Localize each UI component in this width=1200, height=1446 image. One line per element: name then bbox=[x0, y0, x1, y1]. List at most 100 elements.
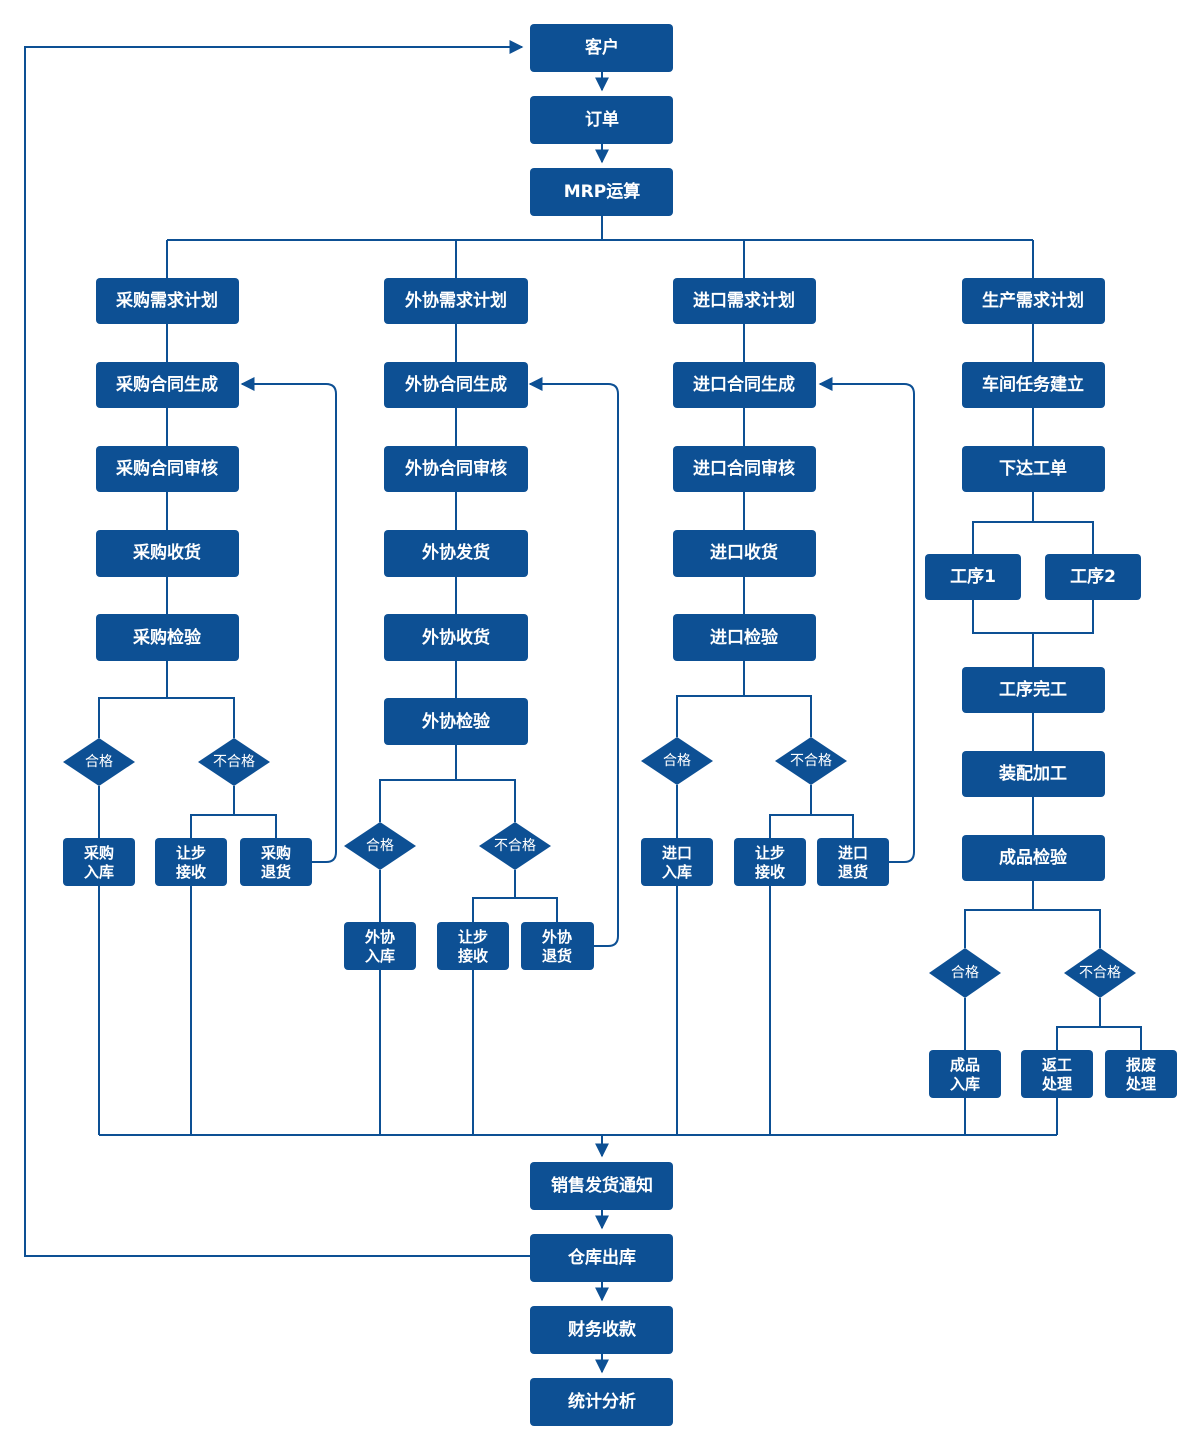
node-outsource-return[interactable]: 外协 退货 bbox=[521, 922, 594, 970]
node-purchase-contract-review[interactable]: 采购合同审核 bbox=[96, 446, 239, 492]
node-import-receive-label: 进口收货 bbox=[710, 542, 778, 563]
node-order-label: 订单 bbox=[585, 109, 619, 130]
node-purchase-contract-gen[interactable]: 采购合同生成 bbox=[96, 362, 239, 408]
decision-import-fail-label: 不合格 bbox=[790, 753, 832, 769]
node-purchase-return-line1: 采购 bbox=[260, 844, 291, 862]
node-import-return[interactable]: 进口 退货 bbox=[817, 838, 889, 886]
node-outsource-ship[interactable]: 外协发货 bbox=[384, 530, 528, 577]
node-purchase-contract-review-label: 采购合同审核 bbox=[115, 458, 218, 479]
node-purchase-inspect-label: 采购检验 bbox=[132, 627, 202, 648]
edge-outsource-fail bbox=[472, 870, 558, 922]
node-purchase-stock-in-line2: 入库 bbox=[84, 863, 114, 881]
node-customer[interactable]: 客户 bbox=[530, 24, 673, 72]
decision-product-fail-label: 不合格 bbox=[1079, 965, 1121, 981]
node-import-contract-gen[interactable]: 进口合同生成 bbox=[673, 362, 816, 408]
node-import-return-line2: 退货 bbox=[838, 863, 868, 881]
edge-outsource-split bbox=[379, 779, 516, 822]
node-import-inspect[interactable]: 进口检验 bbox=[673, 614, 816, 661]
node-import-concession[interactable]: 让步 接收 bbox=[734, 838, 806, 886]
node-stats-label: 统计分析 bbox=[568, 1391, 636, 1412]
node-purchase-return[interactable]: 采购 退货 bbox=[240, 838, 312, 886]
node-finance[interactable]: 财务收款 bbox=[530, 1306, 673, 1354]
node-import-inspect-label: 进口检验 bbox=[710, 627, 779, 648]
node-warehouse-out[interactable]: 仓库出库 bbox=[530, 1234, 673, 1282]
node-assembly[interactable]: 装配加工 bbox=[962, 751, 1105, 797]
node-purchase-inspect[interactable]: 采购检验 bbox=[96, 614, 239, 661]
node-issue-order-label: 下达工单 bbox=[999, 458, 1067, 479]
node-purchase-plan[interactable]: 采购需求计划 bbox=[96, 278, 239, 324]
node-sales-notice-label: 销售发货通知 bbox=[551, 1175, 653, 1196]
node-product-inspect-label: 成品检验 bbox=[999, 847, 1068, 868]
node-scrap[interactable]: 报废 处理 bbox=[1105, 1050, 1177, 1098]
node-outsource-inspect-label: 外协检验 bbox=[422, 711, 491, 732]
node-rework-line1: 返工 bbox=[1042, 1056, 1072, 1074]
decision-product-pass[interactable]: 合格 bbox=[929, 948, 1001, 998]
node-issue-order[interactable]: 下达工单 bbox=[962, 446, 1105, 492]
node-process-done[interactable]: 工序完工 bbox=[962, 667, 1105, 713]
node-process-1[interactable]: 工序1 bbox=[925, 554, 1021, 600]
decision-outsource-fail[interactable]: 不合格 bbox=[479, 822, 551, 870]
edge-import-fail bbox=[769, 785, 854, 838]
node-outsource-concession[interactable]: 让步 接收 bbox=[437, 922, 509, 970]
node-workshop-task-label: 车间任务建立 bbox=[982, 374, 1084, 395]
node-outsource-receive[interactable]: 外协收货 bbox=[384, 614, 528, 661]
node-production-plan-label: 生产需求计划 bbox=[982, 290, 1084, 311]
node-product-stock-in[interactable]: 成品 入库 bbox=[929, 1050, 1001, 1098]
node-process-2-label: 工序2 bbox=[1070, 566, 1116, 587]
node-process-1-label: 工序1 bbox=[950, 566, 996, 587]
node-outsource-ship-label: 外协发货 bbox=[422, 542, 490, 563]
node-mrp[interactable]: MRP运算 bbox=[530, 168, 673, 216]
node-import-contract-review[interactable]: 进口合同审核 bbox=[673, 446, 816, 492]
node-outsource-contract-review-label: 外协合同审核 bbox=[405, 458, 507, 479]
node-process-2[interactable]: 工序2 bbox=[1045, 554, 1141, 600]
node-outsource-contract-gen[interactable]: 外协合同生成 bbox=[384, 362, 528, 408]
decision-outsource-fail-label: 不合格 bbox=[494, 838, 536, 854]
decision-purchase-fail-label: 不合格 bbox=[213, 754, 255, 770]
node-sales-notice[interactable]: 销售发货通知 bbox=[530, 1162, 673, 1210]
decision-product-fail[interactable]: 不合格 bbox=[1064, 948, 1136, 998]
node-purchase-stock-in[interactable]: 采购 入库 bbox=[63, 838, 135, 886]
node-outsource-inspect[interactable]: 外协检验 bbox=[384, 698, 528, 745]
edge-import-return-loop bbox=[818, 377, 915, 863]
node-outsource-return-line1: 外协 bbox=[541, 928, 572, 946]
node-purchase-concession[interactable]: 让步 接收 bbox=[155, 838, 227, 886]
node-purchase-receive[interactable]: 采购收货 bbox=[96, 530, 239, 577]
decision-import-fail[interactable]: 不合格 bbox=[775, 737, 847, 785]
edge-purchase-fail bbox=[190, 786, 277, 838]
connectors bbox=[24, 40, 1142, 1374]
decision-purchase-pass[interactable]: 合格 bbox=[63, 738, 135, 786]
node-outsource-plan[interactable]: 外协需求计划 bbox=[384, 278, 528, 324]
node-purchase-receive-label: 采购收货 bbox=[132, 542, 201, 563]
decision-outsource-pass-label: 合格 bbox=[366, 838, 394, 854]
node-product-inspect[interactable]: 成品检验 bbox=[962, 835, 1105, 881]
node-order[interactable]: 订单 bbox=[530, 96, 673, 144]
node-import-plan[interactable]: 进口需求计划 bbox=[673, 278, 816, 324]
edge-plan-drops bbox=[166, 240, 1034, 278]
node-assembly-label: 装配加工 bbox=[998, 763, 1067, 784]
node-outsource-stock-in[interactable]: 外协 入库 bbox=[344, 922, 416, 970]
node-workshop-task[interactable]: 车间任务建立 bbox=[962, 362, 1105, 408]
node-scrap-line1: 报废 bbox=[1126, 1056, 1156, 1074]
node-import-concession-line2: 接收 bbox=[755, 863, 785, 881]
edge-purchase-split bbox=[98, 697, 235, 738]
node-outsource-contract-review[interactable]: 外协合同审核 bbox=[384, 446, 528, 492]
node-scrap-line2: 处理 bbox=[1125, 1075, 1156, 1093]
node-import-stock-in-line2: 入库 bbox=[662, 863, 692, 881]
decision-outsource-pass[interactable]: 合格 bbox=[344, 822, 416, 870]
edge-warehouse-customer-loop bbox=[24, 40, 530, 1257]
decision-purchase-fail[interactable]: 不合格 bbox=[198, 738, 270, 786]
node-finance-label: 财务收款 bbox=[567, 1319, 637, 1340]
edge-process-merge bbox=[972, 600, 1094, 667]
decision-product-pass-label: 合格 bbox=[951, 965, 979, 981]
node-mrp-label: MRP运算 bbox=[564, 181, 640, 202]
node-product-stock-in-line1: 成品 bbox=[950, 1056, 980, 1074]
node-rework[interactable]: 返工 处理 bbox=[1021, 1050, 1093, 1098]
edge-purchase-return-loop bbox=[240, 377, 337, 863]
node-purchase-contract-gen-label: 采购合同生成 bbox=[115, 374, 218, 395]
node-import-stock-in[interactable]: 进口 入库 bbox=[641, 838, 713, 886]
node-stats[interactable]: 统计分析 bbox=[530, 1378, 673, 1426]
node-import-receive[interactable]: 进口收货 bbox=[673, 530, 816, 577]
node-production-plan[interactable]: 生产需求计划 bbox=[962, 278, 1105, 324]
edge-outsource-return-loop bbox=[528, 377, 619, 947]
decision-import-pass[interactable]: 合格 bbox=[641, 737, 713, 785]
